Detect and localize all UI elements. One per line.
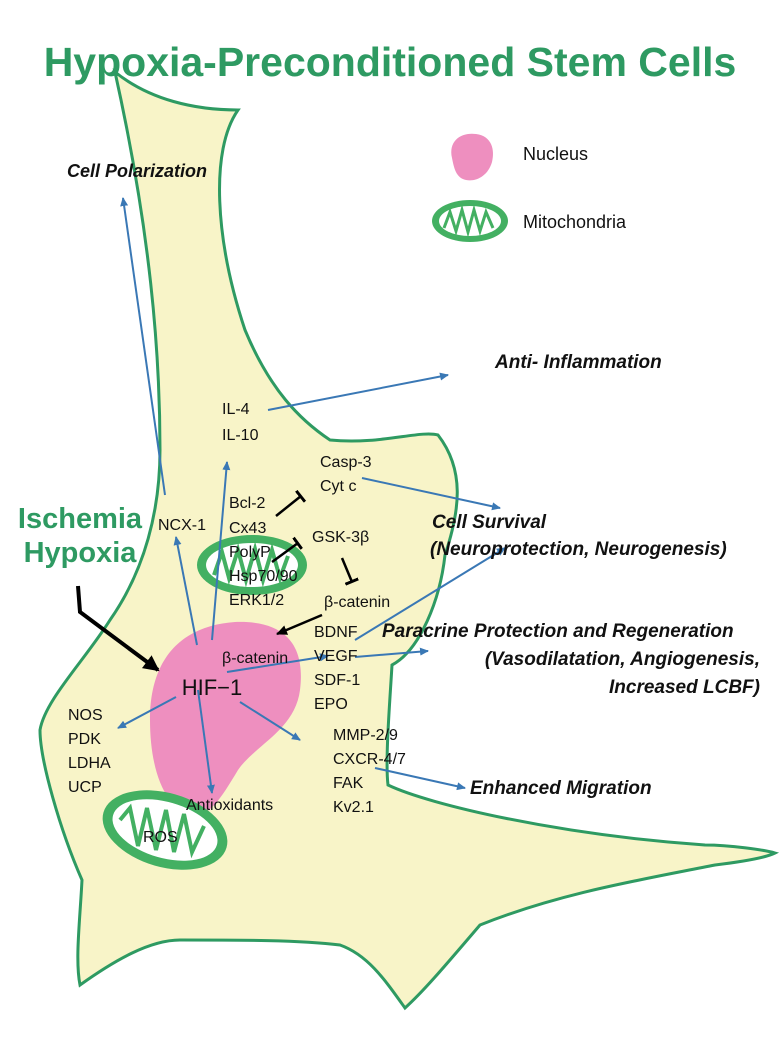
outcome-anti-inflammation: Anti- Inflammation — [494, 352, 662, 373]
label-ldha: LDHA — [68, 755, 111, 772]
label-kv: Kv2.1 — [333, 799, 374, 816]
arrow-nos — [117, 696, 177, 729]
label-il10: IL-10 — [222, 427, 259, 444]
label-il4: IL-4 — [222, 401, 250, 418]
outcome-paracrine: Paracrine Protection and Regeneration — [382, 621, 734, 642]
outcome-cell-survival: Cell Survival — [432, 512, 547, 533]
label-bdnf: BDNF — [314, 624, 358, 641]
arrow-anti-inflammation — [267, 372, 449, 411]
arrow-sdf1 — [226, 653, 329, 673]
arrow-cell-survival — [361, 477, 501, 511]
label-hsp: Hsp70/90 — [229, 568, 298, 585]
label-ros: ROS — [143, 829, 178, 846]
arrow-antioxidants — [197, 689, 215, 794]
label-cytc: Cyt c — [320, 478, 356, 495]
label-nos: NOS — [68, 707, 103, 724]
arrow-cell-polarization — [120, 197, 166, 496]
black-connectors — [76, 489, 359, 672]
pathway-arrows — [117, 197, 506, 794]
label-vegf: VEGF — [314, 648, 358, 665]
label-fak: FAK — [333, 775, 364, 792]
outcome-paracrine-detail-1: (Vasodilatation, Angiogenesis, — [485, 649, 760, 670]
arrow-migration — [374, 767, 466, 791]
arrow-bcatenin-nucleus — [276, 613, 323, 636]
label-bcatenin-top: β-catenin — [324, 594, 390, 611]
label-mmp: MMP-2/9 — [333, 727, 398, 744]
nucleus-shape — [150, 621, 301, 815]
arrow-ncx1 — [173, 536, 198, 646]
arrow-neuro — [354, 547, 506, 641]
label-hif1: HIF−1 — [182, 675, 243, 700]
label-gsk: GSK-3β — [312, 529, 369, 546]
label-polyp: PolyP — [229, 544, 271, 561]
arrow-il — [211, 461, 231, 641]
label-pdk: PDK — [68, 731, 101, 748]
legend-mito-label: Mitochondria — [523, 212, 627, 232]
outcome-migration: Enhanced Migration — [470, 778, 652, 799]
legend: Nucleus Mitochondria — [432, 133, 627, 242]
arrow-paracrine — [354, 647, 429, 658]
page-title: Hypoxia-Preconditioned Stem Cells — [44, 39, 737, 85]
trigger-ischemia: Ischemia — [18, 503, 143, 535]
label-cx43: Cx43 — [229, 520, 266, 537]
label-bcatenin-nucleus: β-catenin — [222, 650, 288, 667]
label-bcl2: Bcl-2 — [229, 495, 266, 512]
outcome-paracrine-detail-2: Increased LCBF) — [609, 677, 760, 698]
label-ncx1: NCX-1 — [158, 517, 206, 534]
inhibit-casp3 — [275, 489, 307, 517]
arrow-ischemia-hif — [76, 585, 160, 672]
inhibit-bcatenin — [340, 557, 359, 586]
label-cxcr: CXCR-4/7 — [333, 751, 406, 768]
label-sdf1: SDF-1 — [314, 672, 360, 689]
label-casp3: Casp-3 — [320, 454, 372, 471]
outcome-cell-survival-detail: (Neuroprotection, Neurogenesis) — [430, 539, 727, 560]
label-ucp: UCP — [68, 779, 102, 796]
trigger-hypoxia: Hypoxia — [24, 537, 138, 569]
inhibit-gsk — [271, 536, 303, 564]
outcome-cell-polarization: Cell Polarization — [67, 161, 207, 181]
legend-mito-swatch — [432, 200, 508, 242]
mitochondrion-upper — [197, 535, 307, 595]
label-epo: EPO — [314, 696, 348, 713]
arrow-mmp — [239, 701, 301, 741]
label-antioxidants: Antioxidants — [186, 797, 273, 814]
legend-nucleus-label: Nucleus — [523, 144, 588, 164]
mitochondrion-lower — [102, 790, 228, 870]
label-erk: ERK1/2 — [229, 592, 284, 609]
legend-nucleus-swatch — [451, 133, 494, 181]
